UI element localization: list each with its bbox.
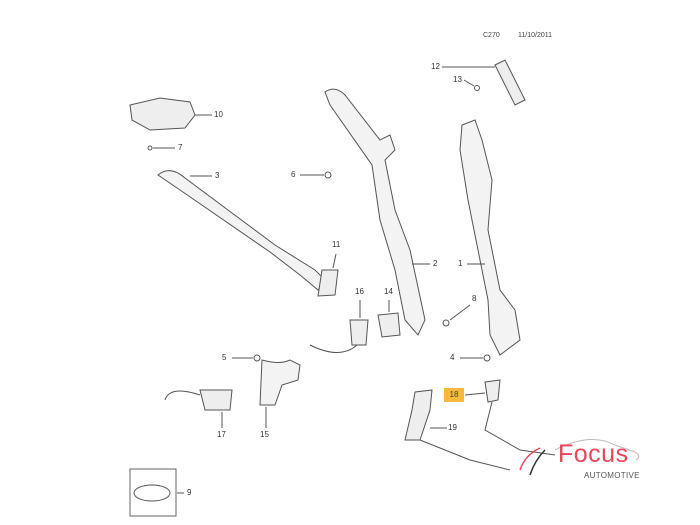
part-15-buckle-strap [259,359,301,428]
part-10-retractor-mount [129,97,212,131]
part-13-bolt [463,79,480,91]
callout-15: 15 [260,430,269,439]
part-2-b-pillar-belt [324,88,430,336]
focus-logo-swoosh-icon [519,447,546,476]
part-8-bolt [442,304,471,327]
callout-10: 10 [214,110,223,119]
callout-17: 17 [217,430,226,439]
callout-12: 12 [431,62,440,71]
callout-1: 1 [458,259,463,268]
part-14-buckle [377,300,401,338]
logo-subtitle: AUTOMOTIVE [584,471,640,480]
callout-6: 6 [291,170,296,179]
focus-logo-car-outline [554,439,640,461]
callout-18-highlighted: 18 [444,388,464,402]
part-1-b-pillar-belt [459,119,521,356]
callout-2: 2 [433,259,438,268]
callout-8: 8 [472,294,477,303]
callout-16: 16 [355,287,364,296]
part-5-nut [232,354,261,362]
callout-14: 14 [384,287,393,296]
part-7-bolt [147,145,175,151]
diagram-date: 11/10/2011 [518,32,552,39]
callout-4: 4 [450,353,455,362]
part-3-rear-belt [157,170,326,291]
callout-9: 9 [187,488,192,497]
callout-5: 5 [222,353,227,362]
part-19-buckle-assembly [404,389,511,471]
callout-11: 11 [332,240,341,249]
diagram-code: C270 [483,32,500,39]
part-16-buckle [309,300,369,353]
callout-13: 13 [453,75,462,84]
logo-title: Focus [558,440,629,468]
part-9-box [129,468,184,517]
part-6-bolt [300,171,332,179]
callout-7: 7 [178,143,183,152]
part-18-buckle-assembly [464,379,556,456]
part-4-bolt [460,354,491,362]
part-11-buckle [317,253,339,297]
callout-19: 19 [448,423,457,432]
callout-3: 3 [215,171,220,180]
part-17-buckle-harness [164,389,233,428]
part-12-height-adjuster [442,59,526,106]
